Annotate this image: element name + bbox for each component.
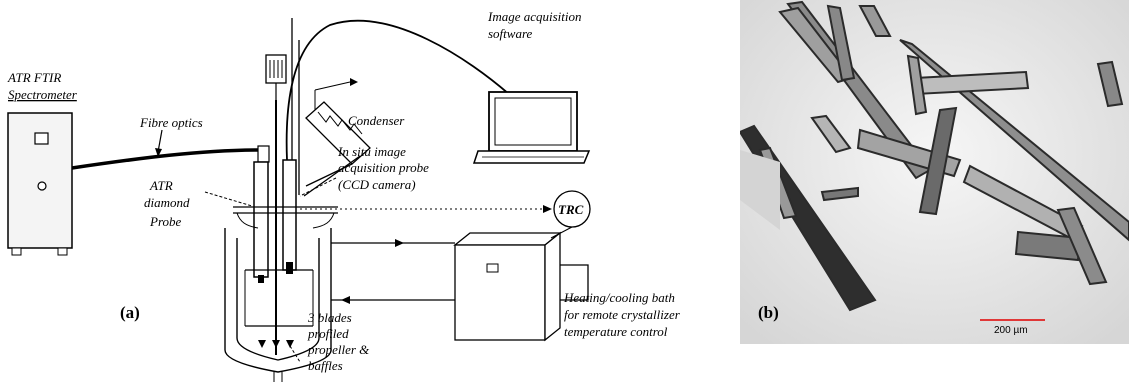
spectrometer-label-1: ATR FTIR (7, 70, 61, 85)
fibre-optics-pointer (157, 129, 163, 153)
trc-label: TRC (558, 202, 584, 217)
condenser (303, 78, 371, 197)
crystallizer-setup-diagram: ATR FTIR Spectrometer Fibre optics ATR d… (7, 9, 681, 382)
panel-label-b: (b) (758, 303, 779, 322)
spectrometer-label-2: Spectrometer (8, 87, 78, 102)
condenser-label: Condenser (348, 113, 405, 128)
impeller-label-4: baffles (308, 358, 343, 373)
atr-pointer (204, 191, 253, 207)
probe-label-1: In situ image (337, 144, 406, 159)
camera-cable (285, 19, 511, 161)
crystallizer-vessel (224, 206, 338, 382)
bath-label-3: temperature control (564, 324, 668, 339)
crystal-micrograph: 200 µm (b) (740, 0, 1129, 387)
impeller-label-1: 3 blades (307, 310, 352, 325)
impeller-label-2: profiled (307, 326, 349, 341)
fibre-optics-label: Fibre optics (139, 115, 203, 130)
trc-to-bath-line (550, 226, 573, 239)
software-label-2: software (488, 26, 533, 41)
probe-label-2: acquisition probe (338, 160, 429, 175)
heating-cooling-bath (453, 231, 562, 342)
image-acquisition-probe (282, 159, 297, 274)
fibre-optic-cable (71, 148, 263, 170)
bath-label-1: Heating/cooling bath (563, 290, 675, 305)
ftir-spectrometer (7, 112, 73, 256)
atr-probe (253, 145, 270, 283)
atr-label-3: Probe (149, 214, 182, 229)
scale-bar-label: 200 µm (994, 325, 1028, 336)
atr-label-2: diamond (144, 195, 190, 210)
laptop-computer (472, 91, 591, 164)
probe-label-3: (CCD camera) (338, 177, 416, 192)
atr-label-1: ATR (149, 178, 173, 193)
needle-crystals (740, 0, 1129, 312)
impeller-pointer (289, 345, 301, 363)
panel-label-a: (a) (120, 303, 140, 322)
stirrer-motor (265, 54, 287, 355)
bath-label-2: for remote crystallizer (564, 307, 681, 322)
software-label-1: Image acquisition (487, 9, 582, 24)
probe-pointer (299, 177, 337, 197)
impeller-label-3: propeller & (307, 342, 370, 357)
